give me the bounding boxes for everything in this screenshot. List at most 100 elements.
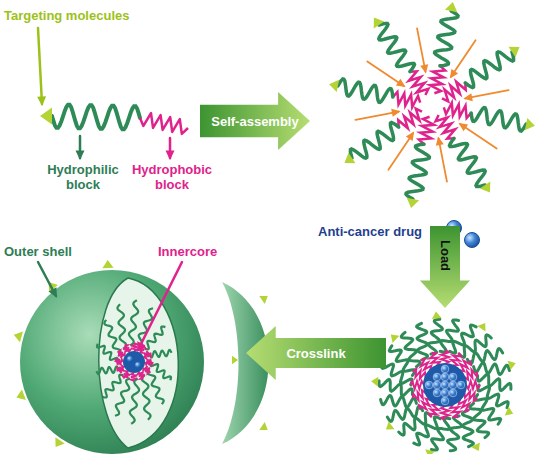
targeting-molecule [386, 421, 395, 429]
assembly-direction-arrow-head [436, 136, 444, 145]
loaded-micelle [371, 312, 516, 454]
hydrophobic-block-chain [144, 351, 151, 358]
targeting-molecule [391, 335, 399, 343]
hydrophobic-block-chain [138, 372, 145, 379]
hydrophobic-block-chain [393, 92, 420, 107]
targeting-molecule [505, 407, 513, 416]
hydrophobic-block-chain [419, 117, 434, 144]
targeting-molecule [102, 260, 113, 268]
drug-particle [441, 365, 449, 373]
drug-particle [441, 381, 449, 389]
hydrophilic-block-chain [379, 23, 415, 71]
hydrophobic-block-chain [131, 343, 137, 351]
outer-shell-sphere [20, 270, 204, 454]
drug-particle [449, 389, 457, 397]
hydrophilic-block-chain [130, 379, 139, 424]
drug-particle [449, 381, 457, 389]
targeting-molecule [407, 198, 419, 208]
hydrophobic-block-chain [444, 103, 471, 118]
hydrophobic-block-chain [464, 370, 477, 380]
hydrophobic-block-chain [145, 359, 153, 365]
arrow-label: Self-assembly [200, 92, 310, 150]
targeting-molecule [14, 331, 23, 342]
targeting-molecule [329, 80, 339, 92]
hydrophobic-block-chain [123, 371, 130, 378]
hydrophilic-block-chain [448, 416, 462, 451]
hydrophilic-block-chain [467, 349, 502, 364]
hydrophilic-block-chain [478, 374, 511, 390]
assembly-direction-arrow-head [406, 132, 414, 142]
hydrophobic-block-chain [436, 115, 456, 139]
hydrophilic-block-chain [350, 123, 398, 159]
hydrophilic-block-chain [471, 108, 526, 131]
targeting-molecule [445, 2, 457, 12]
hydrophilic-block-chain [52, 105, 140, 130]
targeting-molecule [371, 377, 378, 387]
hydrophilic-block-chain [431, 418, 449, 450]
hydrophobic-block-chain [419, 399, 430, 410]
hydrophilic-block-chain [150, 362, 171, 380]
outer-shell-leader-head [49, 287, 57, 298]
hydrophilic-block-chain [406, 144, 429, 199]
targeting-molecule [374, 17, 385, 28]
drug-particle [449, 373, 457, 381]
targeting-leader [38, 28, 42, 104]
hydrophobic-block-chain [459, 400, 470, 411]
part-label: Innercore [158, 244, 248, 259]
hydrophobic-block-chain [441, 406, 449, 420]
hydrophilic-block-chain [435, 11, 458, 66]
assembly-direction-arrow-head [420, 64, 428, 73]
arrow-label: Crosslink [246, 326, 386, 380]
hydrophilic-block-chain [104, 320, 120, 355]
hydrophilic-block-chain [142, 375, 151, 419]
hydrophilic-block-chain [463, 411, 474, 447]
shell-cutaway [99, 278, 179, 448]
part-label: Hydrophilic block [42, 162, 124, 192]
hydrophobic-block-chain [430, 66, 445, 93]
targeting-molecule [232, 356, 238, 364]
inner-core [123, 351, 145, 373]
hydrophilic-block-chain [115, 379, 130, 416]
hydrophilic-block-chain [129, 300, 138, 345]
hydrophobic-block-chain [420, 359, 431, 370]
hydrophilic-block-chain [103, 375, 124, 398]
assembling-micelle [329, 2, 535, 208]
drug-particle [465, 233, 480, 248]
hydrophobic-block-chain [131, 373, 137, 381]
drug-particle [433, 389, 441, 397]
hydrophilic-block-chain [96, 367, 118, 374]
hydrophobic-block-chain [409, 71, 429, 95]
targeting-molecule [508, 361, 516, 370]
drug-particle [441, 389, 449, 397]
drug-particle [457, 381, 465, 389]
assembly-direction-arrow-head [463, 93, 472, 101]
arrow-label: Load [420, 226, 470, 285]
targeting-molecule [480, 182, 491, 193]
hydrophobic-block-chain [123, 345, 130, 352]
hydrophilic-block-chain [148, 369, 164, 404]
arrow-body [420, 226, 470, 308]
drug-particle [441, 397, 449, 405]
hydrophilic-block-chain [338, 79, 393, 102]
drug-core [423, 363, 467, 407]
hydrophobic-block-chain [118, 351, 125, 358]
drug-particle [441, 373, 449, 381]
hydrophobic-block-chain [398, 109, 422, 129]
targeting-molecule [40, 108, 52, 125]
hydrophobic-block-chain [143, 366, 150, 373]
hydrophilic-block-chain [118, 304, 127, 348]
innercore-leader-head [137, 341, 145, 352]
hydrophobic-block-chain [442, 82, 466, 102]
hydrophilic-block-chain [149, 350, 171, 357]
hydrophobic-leader-head [166, 151, 175, 161]
part-label: Outer shell [4, 244, 114, 259]
hydrophilic-block-chain [474, 363, 510, 375]
hydrophobic-block-chain [441, 350, 449, 364]
hydrophilic-block-chain [387, 406, 422, 421]
hydrophobic-block-chain [140, 113, 188, 134]
part-label: Hydrophobic block [130, 162, 214, 192]
hydrophilic-block-chain [382, 362, 412, 385]
hydrophilic-block-chain [381, 396, 417, 408]
targeting-molecule [259, 296, 268, 304]
